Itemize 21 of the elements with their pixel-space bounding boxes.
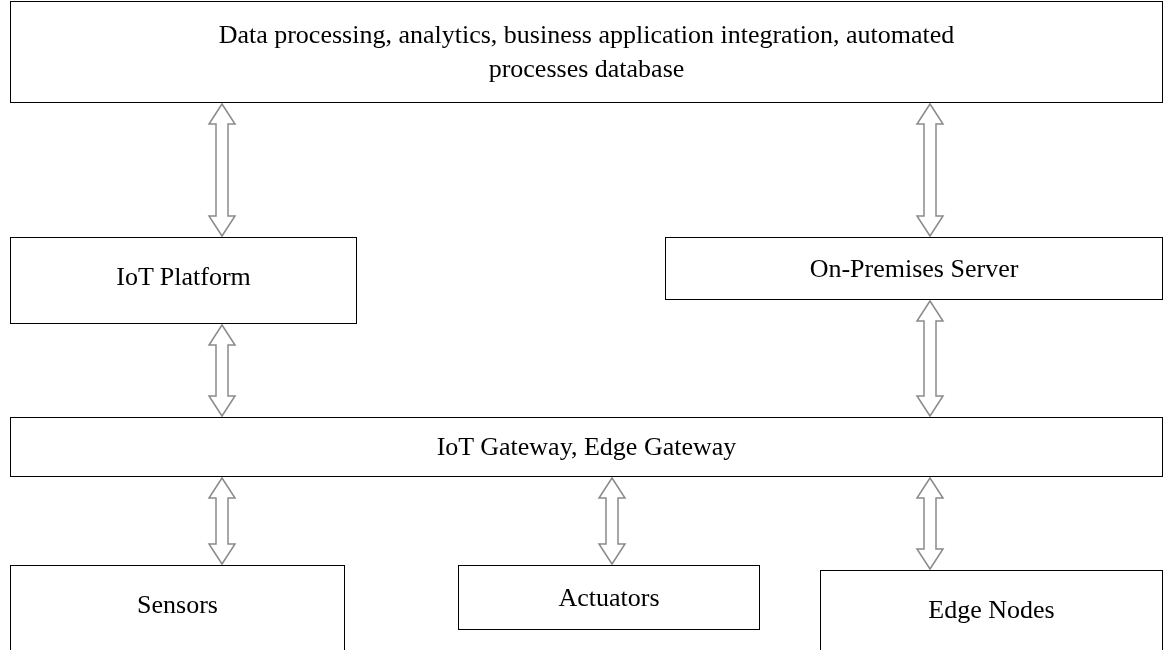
double-arrow — [207, 323, 237, 418]
box-label: IoT Gateway, Edge Gateway — [436, 431, 737, 464]
double-arrow — [915, 102, 945, 238]
double-arrow — [207, 102, 237, 238]
process-box — [458, 565, 760, 630]
process-box — [10, 417, 1163, 477]
box-label: Actuators — [558, 581, 660, 614]
box-label: Data processing, analytics, business application integration, automated processes database — [217, 19, 956, 85]
process-box — [665, 237, 1163, 300]
box-label: Sensors — [137, 589, 218, 621]
double-arrow — [597, 476, 627, 566]
box-label: IoT Platform — [116, 261, 251, 293]
box-label: On-Premises Server — [809, 252, 1019, 285]
process-box — [10, 237, 357, 324]
double-arrow — [915, 476, 945, 571]
double-arrow — [207, 476, 237, 566]
process-box — [10, 565, 345, 650]
process-box — [820, 570, 1163, 650]
double-arrow — [915, 299, 945, 418]
process-box — [10, 1, 1163, 103]
box-label: Edge Nodes — [928, 594, 1055, 626]
